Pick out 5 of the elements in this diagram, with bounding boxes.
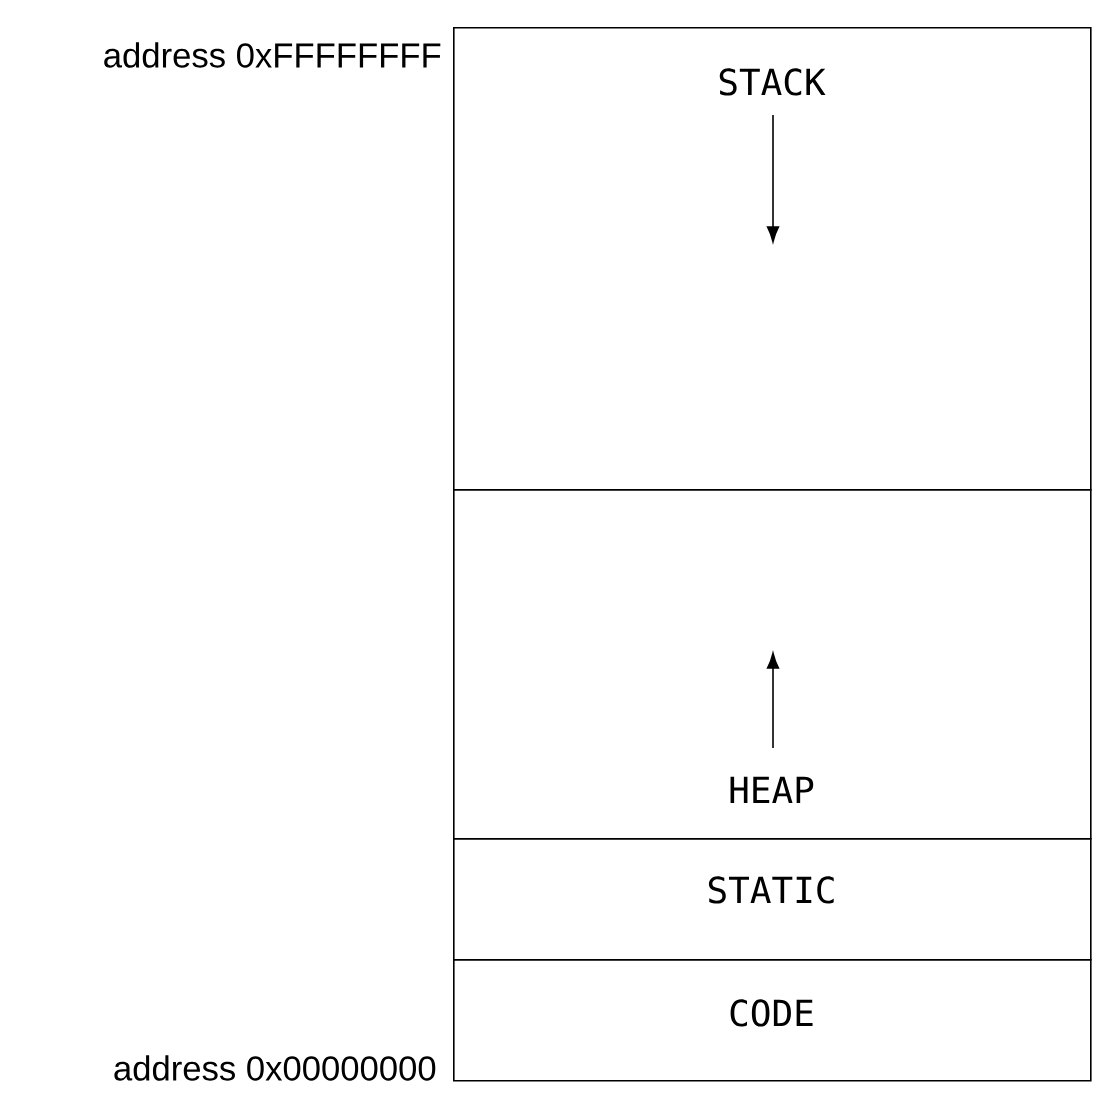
memory-region: STACK (453, 27, 1092, 491)
memory-region: HEAP (453, 489, 1092, 840)
address-label: address 0x00000000 (114, 1055, 436, 1081)
memory-region: STATIC (453, 838, 1092, 961)
memory-region: CODE (453, 959, 1092, 1082)
